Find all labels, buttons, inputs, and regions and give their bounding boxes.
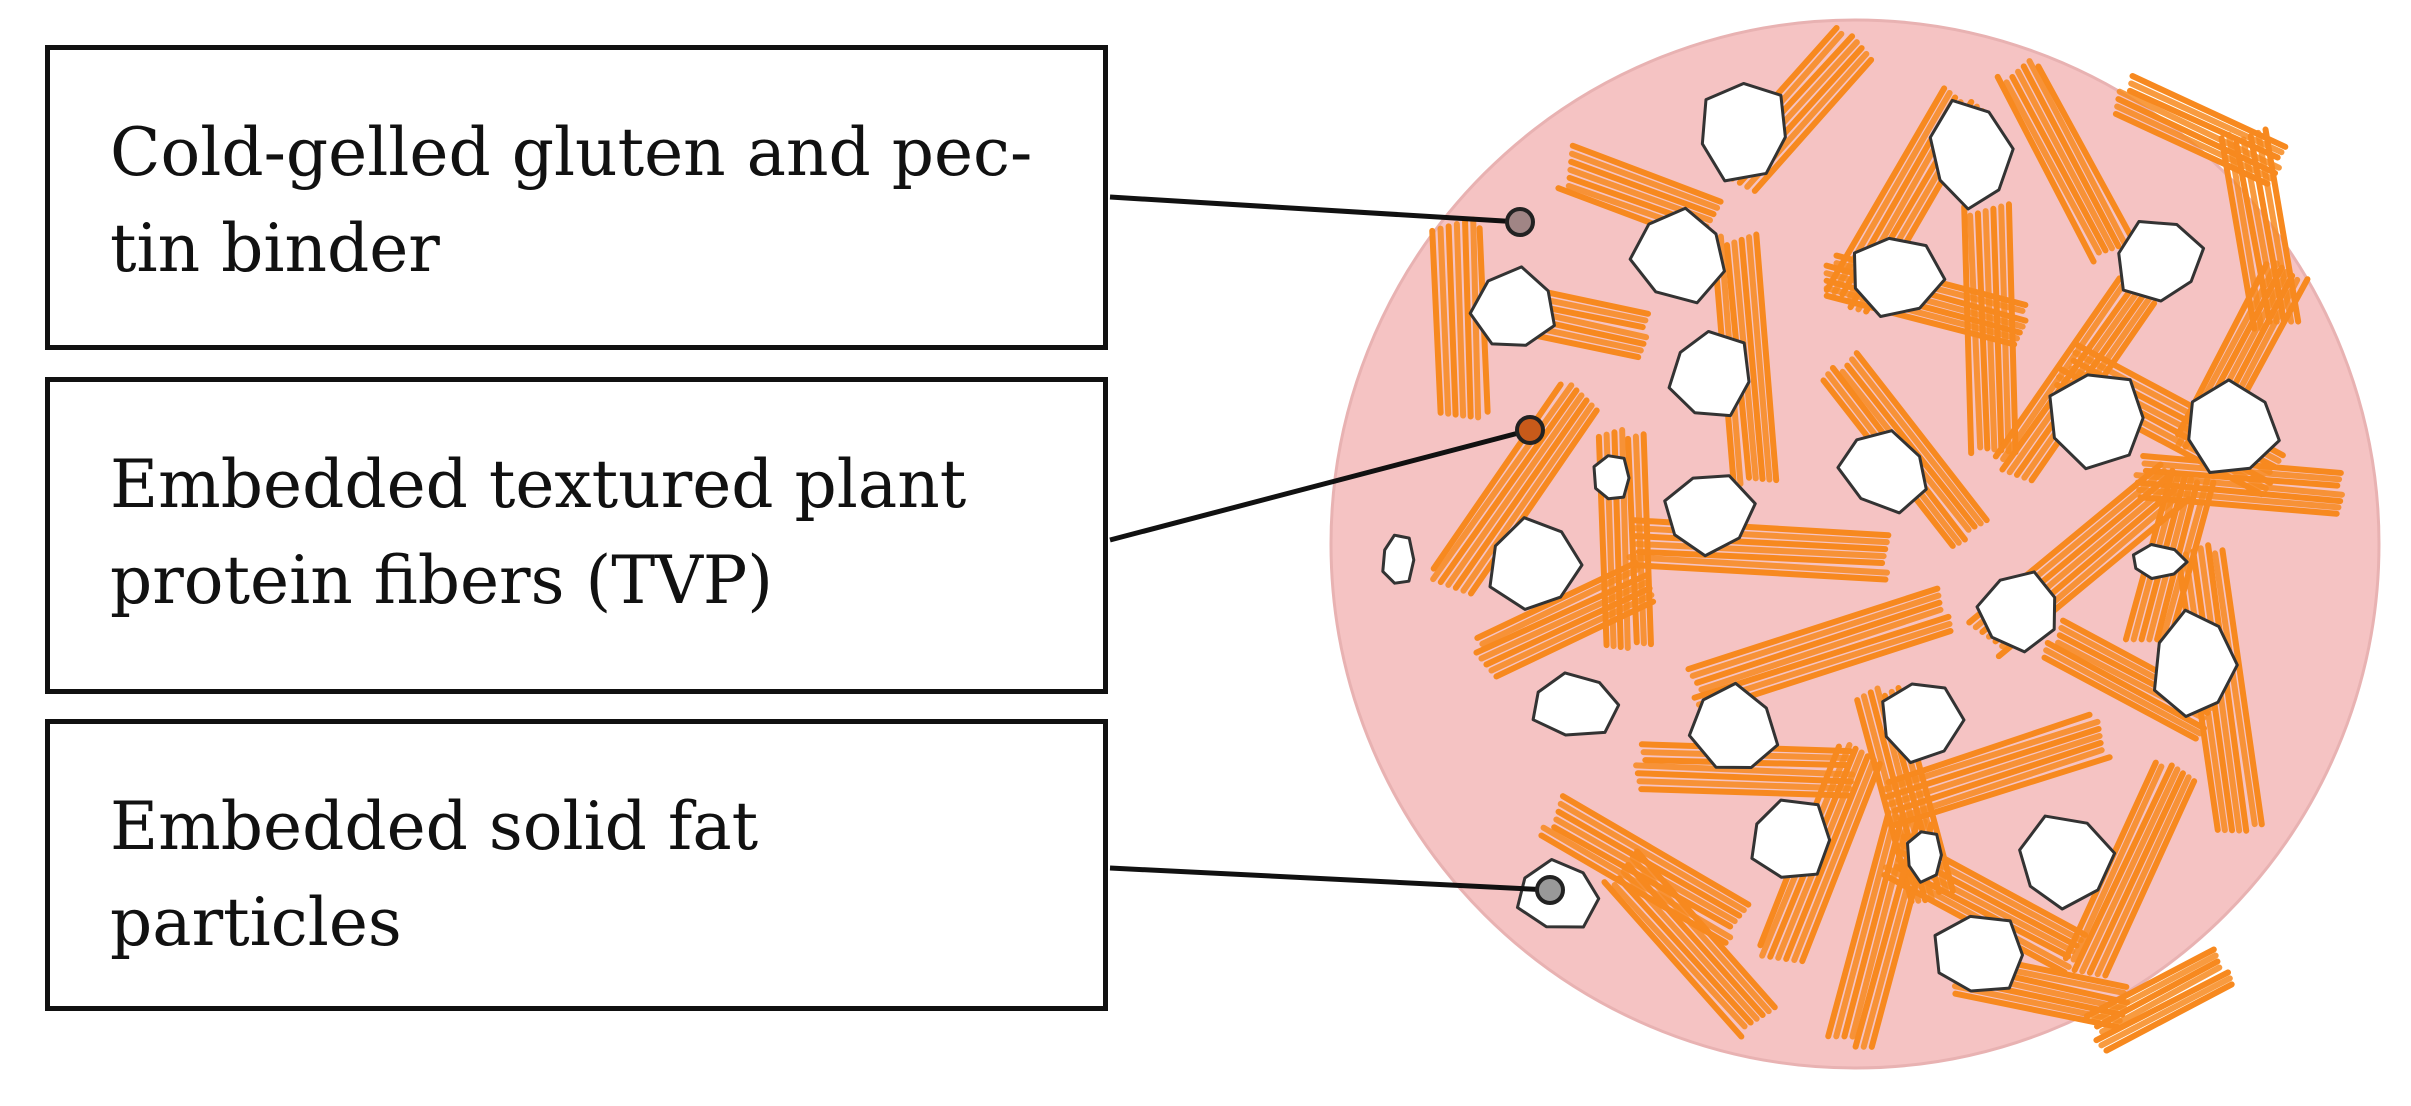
fat-particle xyxy=(2018,814,2117,911)
tvp-fiber-bundle xyxy=(2083,946,2235,1054)
leader-line-tvp xyxy=(1109,427,1531,543)
fat-particle xyxy=(2117,220,2206,303)
label-fat-line-2: particles xyxy=(110,884,402,961)
tvp-fiber-bundle xyxy=(2062,759,2198,979)
label-binder-line-2: tin binder xyxy=(110,210,440,287)
leader-dot-binder xyxy=(1505,207,1535,237)
fat-particle xyxy=(1687,681,1780,769)
fat-particle xyxy=(1667,329,1751,418)
label-binder-line-1: Cold-gelled gluten and pec- xyxy=(110,114,1033,191)
fat-particle xyxy=(2048,373,2145,471)
tvp-fiber-bundle xyxy=(1601,848,1778,1040)
label-fat-line-1: Embedded solid fat xyxy=(110,788,759,865)
fat-particle xyxy=(1531,671,1621,737)
leader-line-binder xyxy=(1109,194,1521,225)
fat-particle xyxy=(1881,682,1966,765)
tvp-fiber-bundle xyxy=(1429,216,1491,421)
leader-lines-group xyxy=(1109,194,1565,905)
fat-particle xyxy=(1928,98,2015,211)
label-box-fat: Embedded solid fat particles xyxy=(45,719,1108,1011)
fat-particle xyxy=(1933,914,2024,993)
tvp-fiber-bundle xyxy=(1473,559,1657,680)
fat-particle xyxy=(1852,236,1947,318)
label-box-tvp: Embedded textured plant protein fibers (… xyxy=(45,377,1108,694)
label-tvp-line-2: protein fibers (TVP) xyxy=(110,542,774,619)
tvp-fiber-bundle xyxy=(1994,58,2134,265)
label-tvp-line-1: Embedded textured plant xyxy=(110,446,967,523)
fat-particle xyxy=(1750,798,1832,879)
fat-particle xyxy=(2131,543,2189,580)
tvp-fiber-bundle xyxy=(1961,201,2019,457)
tvp-fiber-bundle xyxy=(1633,741,1856,799)
fat-particle xyxy=(1700,81,1787,183)
leader-dot-fat xyxy=(1535,875,1565,905)
fat-particle xyxy=(1906,830,1943,884)
fat-particle xyxy=(1975,570,2057,654)
fat-particle xyxy=(1468,265,1556,347)
fat-particle xyxy=(2153,608,2239,718)
fat-particle xyxy=(1836,429,1928,515)
tvp-fiber-bundle xyxy=(1430,381,1600,597)
leader-dot-tvp xyxy=(1515,415,1545,445)
fat-particle xyxy=(1628,206,1726,305)
fat-particle xyxy=(1488,516,1584,611)
fat-particle xyxy=(2187,378,2281,475)
leader-line-fat xyxy=(1109,865,1551,893)
fat-particle xyxy=(1592,454,1631,501)
fat-particle xyxy=(1381,533,1416,585)
fat-particles-group xyxy=(1381,81,2281,993)
label-box-binder: Cold-gelled gluten and pec- tin binder xyxy=(45,45,1108,350)
tvp-fiber-bundle xyxy=(1825,809,1935,1050)
fat-particle xyxy=(1663,474,1757,558)
